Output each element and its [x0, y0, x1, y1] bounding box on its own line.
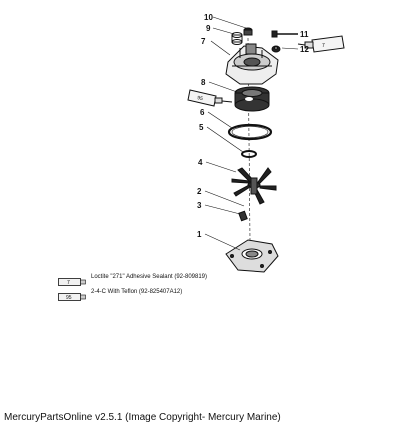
- tube-label-7: 7: [322, 43, 325, 49]
- legend-text-lubricant: 2-4-C With Teflon (92-825407A12): [91, 289, 183, 295]
- tube-label-95: 95: [197, 95, 204, 102]
- callout-5: 5: [199, 123, 204, 132]
- callout-7: 7: [201, 37, 206, 46]
- legend-row-loctite: 7 Loctite "271" Adhesive Sealant (92-809…: [58, 272, 208, 286]
- part-9-grommet: [243, 27, 253, 36]
- part-8-insert: [234, 86, 270, 112]
- part-3-key: [238, 210, 248, 222]
- callout-2: 2: [197, 187, 202, 196]
- callout-4: 4: [198, 158, 203, 167]
- callout-9: 9: [206, 24, 211, 33]
- image-caption: MercuryPartsOnline v2.5.1 (Image Copyrig…: [4, 412, 281, 423]
- legend-tube-label: 7: [67, 280, 70, 286]
- lubricant-tube-icon: 95: [58, 288, 88, 301]
- part-1-face-plate: [225, 239, 279, 273]
- callout-8: 8: [201, 78, 206, 87]
- leader-lines: [204, 16, 299, 251]
- part-6-gasket: [227, 123, 273, 141]
- legend-tube-label: 95: [66, 295, 72, 301]
- legend-text-loctite: Loctite "271" Adhesive Sealant (92-80981…: [91, 274, 208, 280]
- lubricant-tube-icon: [187, 89, 233, 107]
- callout-1: 1: [197, 230, 202, 239]
- part-12-washer: [271, 45, 281, 53]
- part-5-seal: [241, 150, 257, 158]
- loctite-tube-icon: [297, 35, 345, 53]
- part-7-pump-cover: [225, 43, 279, 85]
- callout-11: 11: [300, 30, 309, 39]
- exploded-parts-diagram: 10 9 7 11 12 8 6 5 4 2 3 1 7 95: [187, 13, 345, 273]
- callout-3: 3: [197, 201, 202, 210]
- part-4-impeller: [231, 167, 277, 205]
- loctite-tube-icon: 7: [58, 273, 88, 286]
- callout-10: 10: [204, 13, 213, 22]
- legend-row-lubricant: 95 2-4-C With Teflon (92-825407A12): [58, 287, 183, 301]
- callout-12: 12: [300, 45, 309, 54]
- part-10-washer: [231, 32, 243, 45]
- callout-6: 6: [200, 108, 205, 117]
